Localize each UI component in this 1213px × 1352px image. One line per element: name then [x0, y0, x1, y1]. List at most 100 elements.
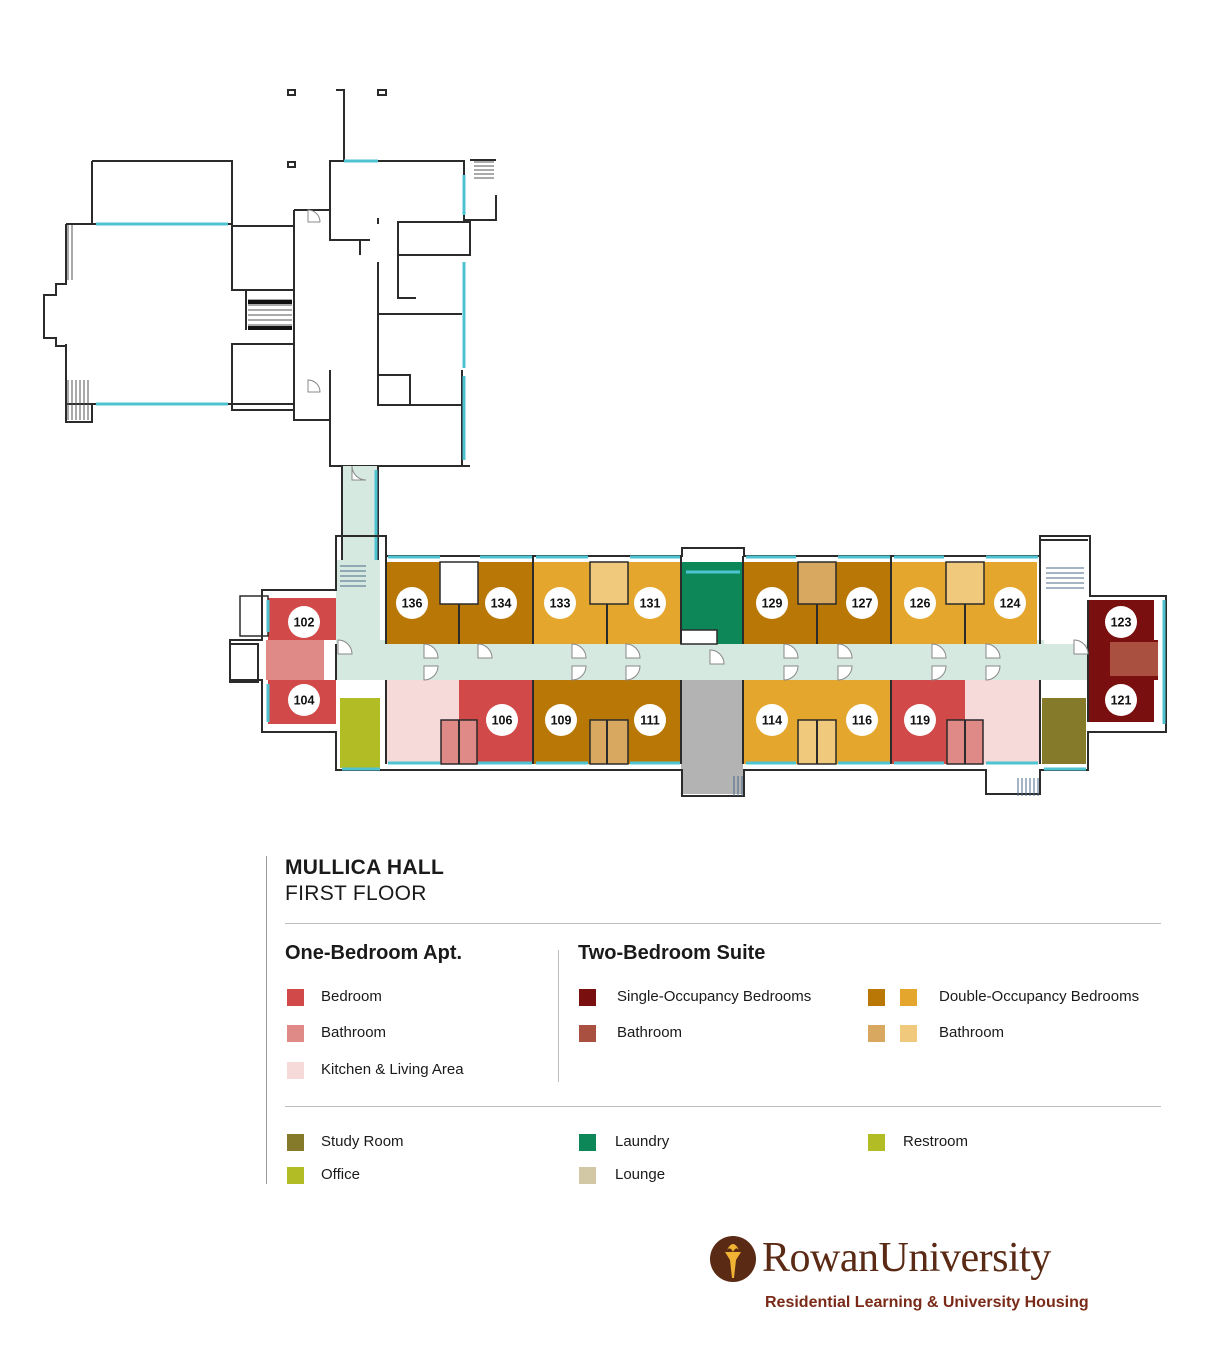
legend-label: Laundry — [615, 1133, 670, 1150]
bedroom-swatch — [287, 989, 304, 1006]
legend-label: Bathroom — [617, 1024, 683, 1041]
room-number: 126 — [910, 597, 931, 611]
legend-label: Office — [321, 1166, 360, 1183]
west-apartment — [229, 595, 336, 724]
study-room-swatch — [287, 1134, 304, 1151]
brand-name: RowanUniversity — [762, 1235, 1051, 1281]
legend-label: Lounge — [615, 1166, 666, 1183]
room-label-circle — [486, 704, 518, 736]
south-rooms — [340, 680, 1086, 794]
connector-walls — [341, 466, 379, 568]
university-logo: RowanUniversity Residential Learning & U… — [710, 1232, 1130, 1322]
room-label-circle — [545, 704, 577, 736]
connector-corridor — [342, 466, 378, 568]
floor-name: FIRST FLOOR — [285, 882, 427, 905]
main-wing-windows — [266, 555, 1166, 771]
double-bathroom-swatch-dark — [868, 1025, 885, 1042]
room-number: 119 — [910, 714, 930, 728]
door-swings — [307, 209, 1089, 681]
room-label-circle — [634, 587, 666, 619]
laundry-swatch — [579, 1134, 596, 1151]
suite-bathroom-swatch — [579, 1025, 596, 1042]
room-number: 127 — [852, 597, 873, 611]
room-label-129: 129 — [756, 587, 788, 619]
legend-label: Kitchen & Living Area — [321, 1061, 464, 1078]
room-label-circle — [846, 587, 878, 619]
room-number: 116 — [852, 714, 872, 728]
room-label-circle — [904, 587, 936, 619]
two-bedroom-heading: Two-Bedroom Suite — [578, 942, 766, 964]
room-label-circle — [288, 684, 320, 716]
room-number: 121 — [1111, 694, 1132, 708]
room-number: 134 — [491, 597, 512, 611]
room-label-circle — [846, 704, 878, 736]
room-label-circle — [485, 587, 517, 619]
legend-label: Bathroom — [321, 1024, 387, 1041]
main-wing-walls — [229, 535, 1167, 797]
room-number: 136 — [402, 597, 423, 611]
room-label-116: 116 — [846, 704, 878, 736]
room-label-106: 106 — [486, 704, 518, 736]
room-label-104: 104 — [288, 684, 320, 716]
room-label-126: 126 — [904, 587, 936, 619]
room-label-124: 124 — [994, 587, 1026, 619]
room-number: 124 — [1000, 597, 1021, 611]
legend-label: Restroom — [903, 1133, 969, 1150]
north-wing — [43, 89, 497, 467]
legend-label: Study Room — [321, 1133, 404, 1150]
room-number: 114 — [762, 714, 782, 728]
room-label-136: 136 — [396, 587, 428, 619]
room-label-111: 111 — [634, 704, 666, 736]
room-label-123: 123 — [1105, 606, 1137, 638]
room-label-circle — [288, 606, 320, 638]
stair-hall-east — [1044, 540, 1088, 644]
room-number: 123 — [1111, 616, 1132, 630]
legend-divider-vertical — [558, 950, 559, 1082]
room-label-circle — [1105, 684, 1137, 716]
room-label-circle — [904, 704, 936, 736]
room-number: 131 — [640, 597, 661, 611]
double-bathroom-swatch-light — [900, 1025, 917, 1042]
room-label-circle — [544, 587, 576, 619]
room-label-circle — [756, 587, 788, 619]
kitchen-swatch — [287, 1062, 304, 1079]
room-number: 106 — [492, 714, 513, 728]
lounge-swatch — [579, 1167, 596, 1184]
legend-divider-bottom — [285, 1106, 1161, 1107]
room-label-circle — [634, 704, 666, 736]
room-label-127: 127 — [846, 587, 878, 619]
room-labels: 102 104 136 134 133 131 129 127 126 124 123 121 106 1… — [288, 587, 1137, 736]
room-label-121: 121 — [1105, 684, 1137, 716]
room-number: 111 — [640, 714, 660, 728]
double-bedroom-swatch-light — [900, 989, 917, 1006]
single-bedroom-swatch — [579, 989, 596, 1006]
stair-landing — [248, 300, 292, 304]
room-label-109: 109 — [545, 704, 577, 736]
legend-label: Bedroom — [321, 988, 382, 1005]
bathroom-swatch — [287, 1025, 304, 1042]
room-label-circle — [994, 587, 1026, 619]
room-label-133: 133 — [544, 587, 576, 619]
legend: MULLICA HALL FIRST FLOOR One-Bedroom Apt… — [266, 856, 1162, 1184]
stair-landing — [248, 326, 292, 330]
office-swatch — [287, 1167, 304, 1184]
room-label-circle — [1105, 606, 1137, 638]
room-label-circle — [396, 587, 428, 619]
legend-label: Bathroom — [939, 1024, 1005, 1041]
north-wing-windows — [96, 159, 466, 460]
main-wing-stairs — [340, 565, 1084, 796]
legend-label: Double-Occupancy Bedrooms — [939, 988, 1140, 1005]
floor-plan: 102 104 136 134 133 131 129 127 126 124 123 121 106 1… — [43, 89, 1167, 797]
east-suite — [1088, 600, 1158, 722]
room-number: 133 — [550, 597, 571, 611]
legend-label: Single-Occupancy Bedrooms — [617, 988, 812, 1005]
room-label-131: 131 — [634, 587, 666, 619]
room-number: 104 — [294, 694, 315, 708]
room-number: 102 — [294, 616, 315, 630]
room-label-114: 114 — [756, 704, 788, 736]
double-bedroom-swatch-dark — [868, 989, 885, 1006]
building-name: MULLICA HALL — [285, 856, 445, 879]
room-label-119: 119 — [904, 704, 936, 736]
room-number: 109 — [551, 714, 572, 728]
brand-subtitle: Residential Learning & University Housin… — [765, 1294, 1089, 1311]
